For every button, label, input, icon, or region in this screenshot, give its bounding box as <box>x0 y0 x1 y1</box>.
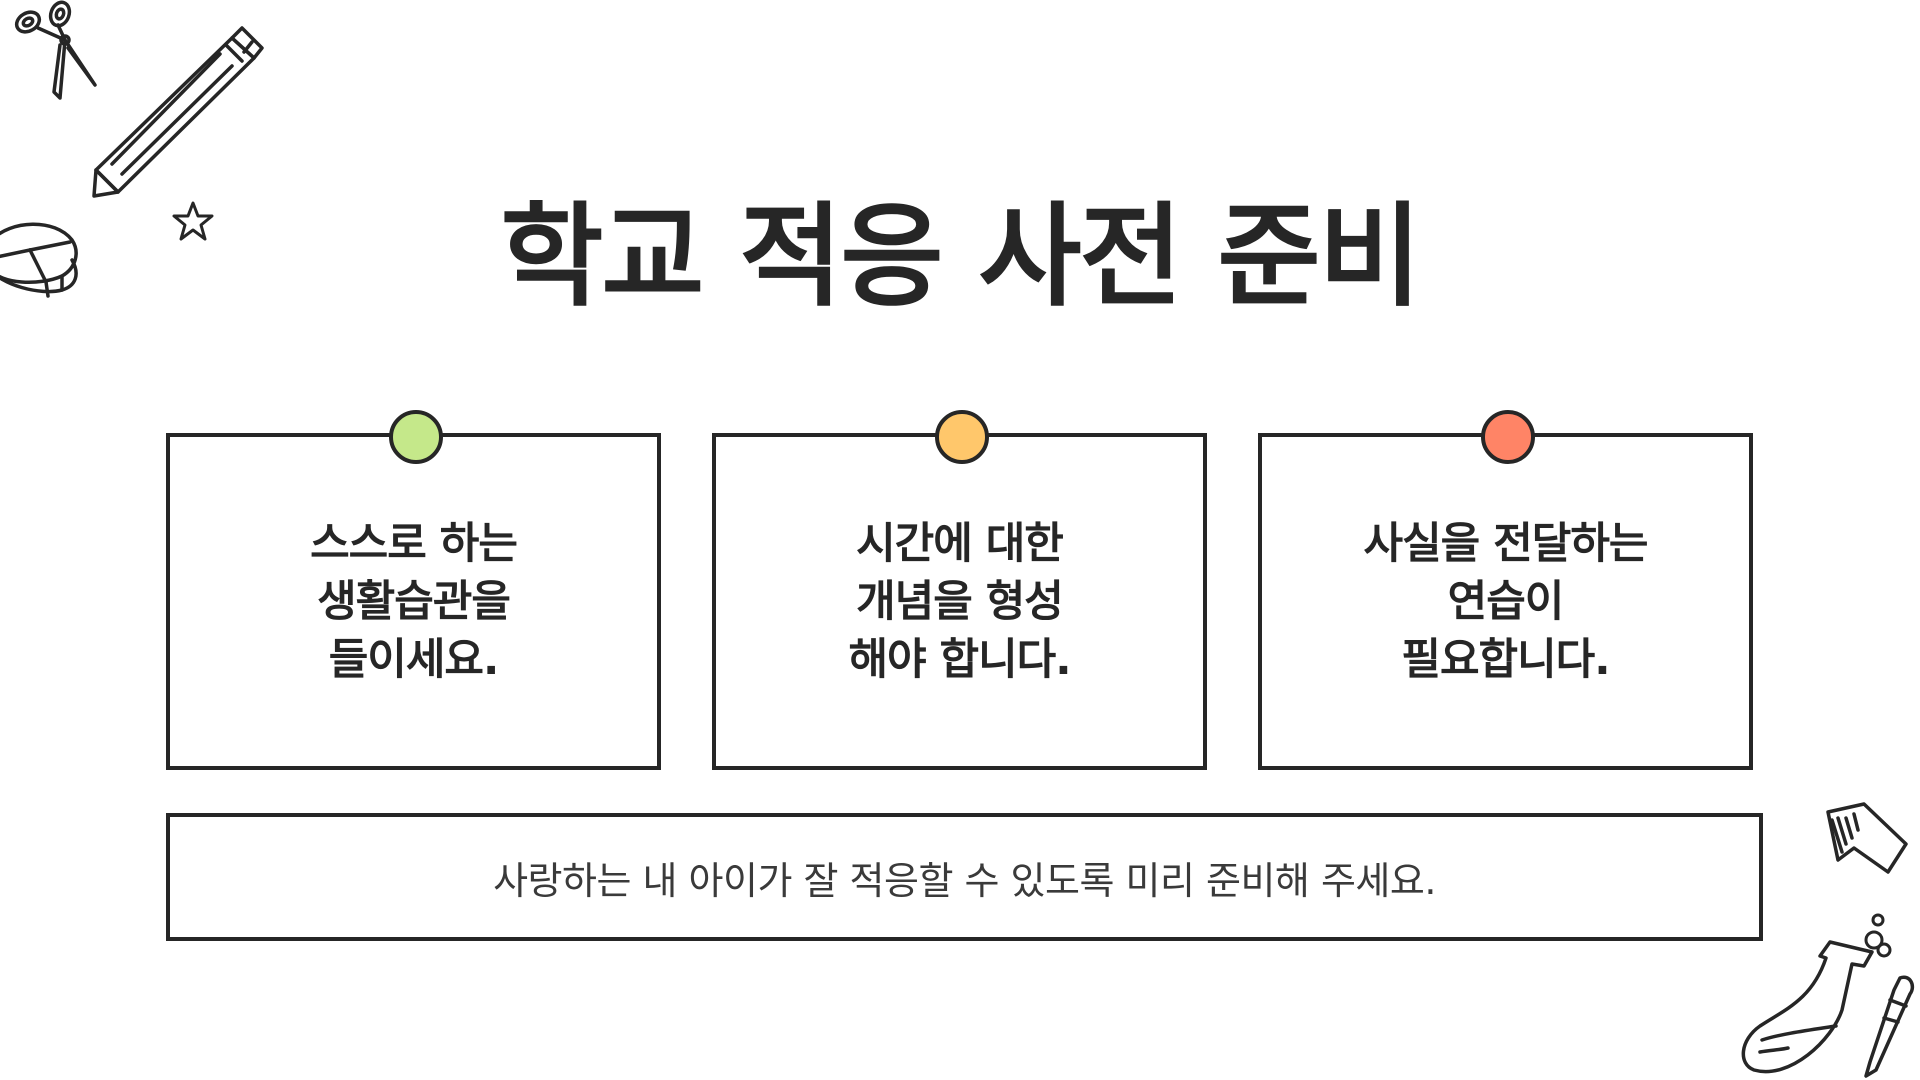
scissors-icon <box>10 0 100 105</box>
pin-icon <box>388 410 443 464</box>
pin-icon <box>1480 410 1535 464</box>
pencil-icon <box>92 24 272 199</box>
card-text: 스스로 하는 생활습관을 들이세요. <box>310 518 518 685</box>
info-card-3: 사실을 전달하는 연습이 필요합니다. <box>1258 410 1753 770</box>
info-card-1: 스스로 하는 생활습관을 들이세요. <box>166 410 661 770</box>
flask-icon <box>1740 930 1920 1080</box>
arrow-icon <box>1818 800 1910 880</box>
star-icon <box>172 200 214 242</box>
bubbles-icon <box>1858 910 1898 965</box>
page-title: 학교 적응 사전 준비 <box>500 192 1421 322</box>
card-text: 사실을 전달하는 연습이 필요합니다. <box>1363 518 1649 685</box>
pin-icon <box>934 410 989 464</box>
card-text: 시간에 대한 개념을 형성 해야 합니다. <box>848 518 1071 685</box>
pie-chart-icon <box>0 210 82 302</box>
info-card-2: 시간에 대한 개념을 형성 해야 합니다. <box>712 410 1207 770</box>
banner-text: 사랑하는 내 아이가 잘 적응할 수 있도록 미리 준비해 주세요. <box>493 858 1436 903</box>
message-banner: 사랑하는 내 아이가 잘 적응할 수 있도록 미리 준비해 주세요. <box>166 813 1763 941</box>
